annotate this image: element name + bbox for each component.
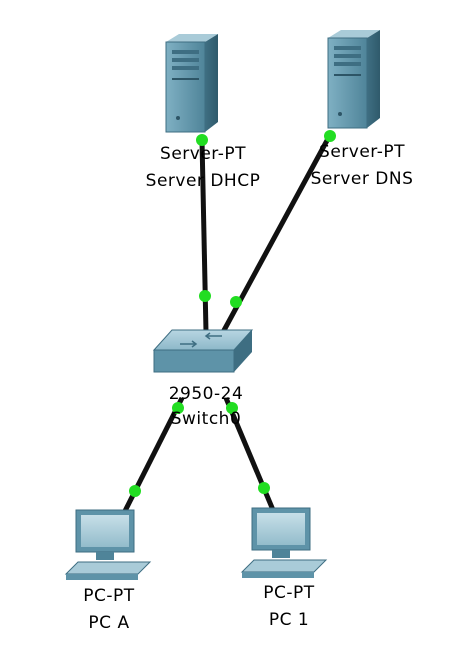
pc-1-name-label: PC 1 xyxy=(268,610,310,630)
link-status-dot-switch-dhcp xyxy=(199,290,211,302)
pc-a-model-label: PC-PT xyxy=(83,586,135,606)
server-dhcp-name-label: Server DHCP xyxy=(145,171,261,191)
pc-a-name-label: PC A xyxy=(88,613,130,633)
link-status-dot-switch-dns xyxy=(230,296,242,308)
server-dhcp-model-label: Server-PT xyxy=(160,144,246,164)
switch-model-label: 2950-24 xyxy=(168,384,244,404)
server-dns-model-label: Server-PT xyxy=(319,142,405,162)
link-status-dot-pca xyxy=(129,485,141,497)
link-status-dot-dhcp-server xyxy=(196,134,208,146)
switch-icon[interactable] xyxy=(152,329,254,373)
link-status-dot-switch-pca xyxy=(172,402,184,414)
link-dhcp-switch[interactable] xyxy=(199,139,209,333)
pc-a-icon[interactable] xyxy=(64,509,152,580)
link-status-dot-dns-server xyxy=(324,130,336,142)
pc-1-model-label: PC-PT xyxy=(263,583,315,603)
server-dhcp-icon[interactable] xyxy=(165,34,218,133)
pc-1-icon[interactable] xyxy=(240,507,328,578)
switch-name-label: Switch0 xyxy=(170,409,242,429)
link-status-dot-pc1 xyxy=(258,482,270,494)
link-status-dot-switch-pc1 xyxy=(226,402,238,414)
server-dns-name-label: Server DNS xyxy=(310,169,414,189)
server-dns-icon[interactable] xyxy=(327,30,380,129)
